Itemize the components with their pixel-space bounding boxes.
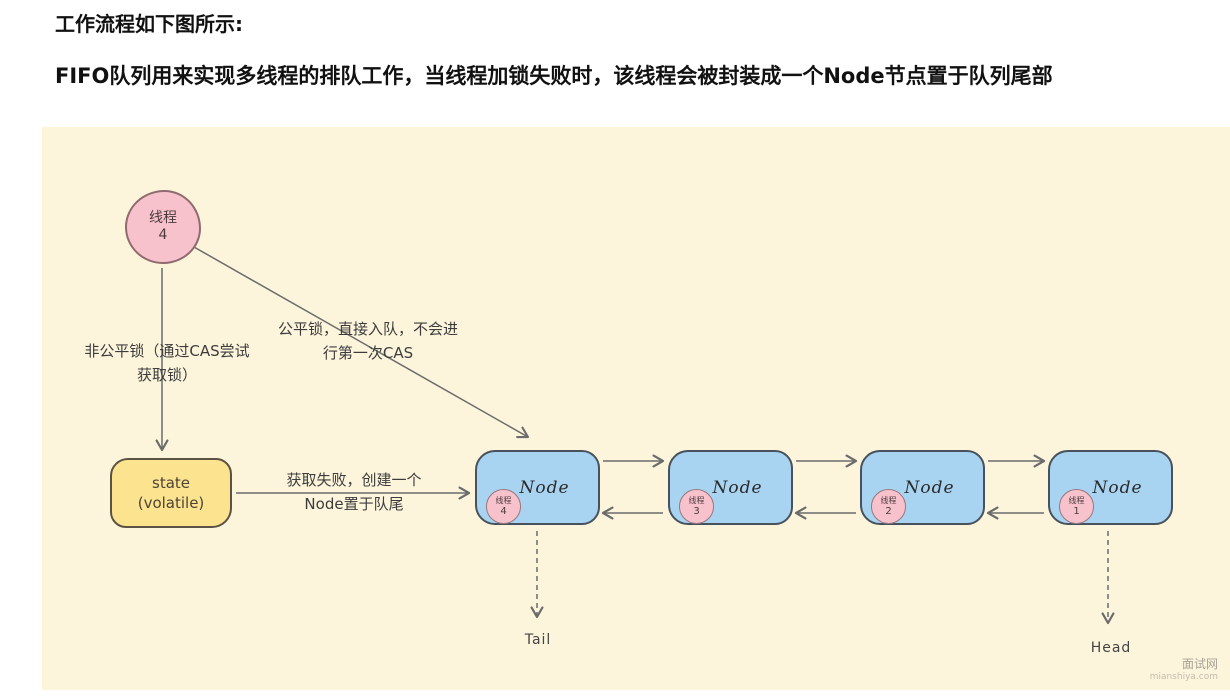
thread-badge: 线程 4 (486, 489, 521, 524)
thread-badge: 线程 3 (679, 489, 714, 524)
thread-badge-label: 线程 (688, 496, 705, 505)
thread-circle: 线程 4 (125, 190, 201, 264)
label-fair-lock-line1: 公平锁，直接入队，不会进 (277, 320, 458, 338)
node-label: Node (904, 477, 955, 498)
thread-badge: 线程 2 (871, 489, 906, 524)
label-acquire-fail: 获取失败，创建一个 Node置于队尾 (270, 468, 438, 516)
arrow-layer (155, 246, 1115, 625)
watermark-url: mianshiya.com (1149, 672, 1218, 682)
thread-badge-label: 线程 (880, 496, 897, 505)
node-label: Node (1092, 477, 1143, 498)
thread-badge: 线程 1 (1059, 489, 1094, 524)
state-box: state (volatile) (110, 458, 232, 528)
label-unfair-lock: 非公平锁（通过CAS尝试 获取锁） (60, 339, 274, 387)
queue-node-3: Node 线程 2 (860, 450, 985, 525)
label-acquire-fail-line2: Node置于队尾 (304, 495, 404, 513)
state-box-line2: (volatile) (137, 494, 205, 512)
label-fair-lock-line2: 行第一次CAS (322, 344, 414, 362)
label-unfair-lock-line2: 获取锁） (136, 366, 197, 384)
thread-badge-number: 1 (1073, 506, 1080, 517)
node-label: Node (712, 477, 763, 498)
label-acquire-fail-line1: 获取失败，创建一个 (286, 471, 422, 489)
thread-badge-label: 线程 (495, 496, 512, 505)
queue-node-1: Node 线程 4 (475, 450, 600, 525)
page-title: 工作流程如下图所示: (55, 12, 243, 36)
thread-circle-number: 4 (158, 227, 168, 243)
diagram-canvas: 线程 4 state (volatile) 非公平锁（通过CAS尝试 获取锁） … (42, 127, 1230, 690)
thread-badge-number: 4 (500, 506, 507, 517)
queue-node-4: Node 线程 1 (1048, 450, 1173, 525)
label-fair-lock: 公平锁，直接入队，不会进 行第一次CAS (254, 317, 482, 365)
watermark-name: 面试网 (1181, 657, 1218, 671)
state-box-line1: state (152, 474, 190, 492)
page-subtitle: FIFO队列用来实现多线程的排队工作，当线程加锁失败时，该线程会被封装成一个No… (55, 64, 1053, 88)
label-head: Head (1090, 640, 1132, 656)
watermark: 面试网 mianshiya.com (1150, 658, 1218, 684)
queue-node-2: Node 线程 3 (668, 450, 793, 525)
thread-circle-label: 线程 (149, 210, 177, 226)
label-unfair-lock-line1: 非公平锁（通过CAS尝试 (84, 342, 250, 360)
thread-badge-label: 线程 (1068, 496, 1085, 505)
node-label: Node (519, 477, 570, 498)
label-tail: Tail (524, 632, 552, 648)
thread-badge-number: 3 (693, 506, 700, 517)
thread-badge-number: 2 (885, 506, 892, 517)
